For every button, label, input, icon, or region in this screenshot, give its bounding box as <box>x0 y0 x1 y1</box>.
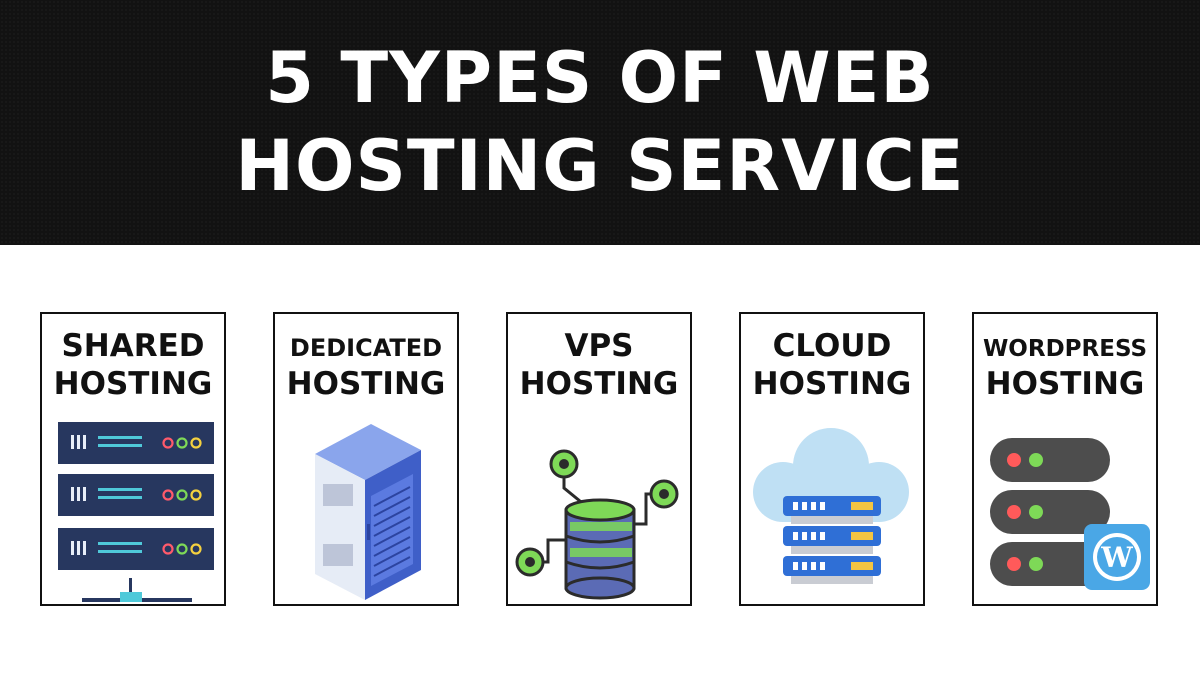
card-title-line-2: HOSTING <box>519 366 679 402</box>
card-title-line-2: HOSTING <box>53 366 213 402</box>
page-title-line-2: HOSTING SERVICE <box>235 125 965 207</box>
card-title-line-1: DEDICATED <box>289 334 443 362</box>
card-title-line-1: SHARED <box>61 328 205 364</box>
database-network-icon <box>515 449 679 600</box>
title-banner <box>0 0 1200 245</box>
server-rack-icon <box>56 422 216 602</box>
card-title-line-2: HOSTING <box>286 366 446 402</box>
card-wordpress-hosting: WORDPRESS HOSTING W <box>972 312 1158 606</box>
card-title-line-1: WORDPRESS <box>982 336 1148 362</box>
card-title-line-2: HOSTING <box>752 366 912 402</box>
card-title-line-1: VPS <box>564 328 634 364</box>
card-title-line-1: CLOUD <box>772 328 892 364</box>
page-title-line-1: 5 TYPES OF WEB <box>265 37 935 119</box>
card-dedicated-hosting: DEDICATED HOSTING <box>273 312 459 606</box>
cloud-server-icon <box>753 428 909 584</box>
card-shared-hosting: SHARED HOSTING <box>40 312 226 606</box>
card-vps-hosting: VPS HOSTING <box>506 312 692 606</box>
server-cabinet-icon <box>315 424 421 600</box>
svg-text:W: W <box>1100 541 1133 574</box>
card-title-line-2: HOSTING <box>985 366 1145 402</box>
card-cloud-hosting: CLOUD HOSTING <box>739 312 925 606</box>
wordpress-server-icon: W <box>990 438 1150 590</box>
